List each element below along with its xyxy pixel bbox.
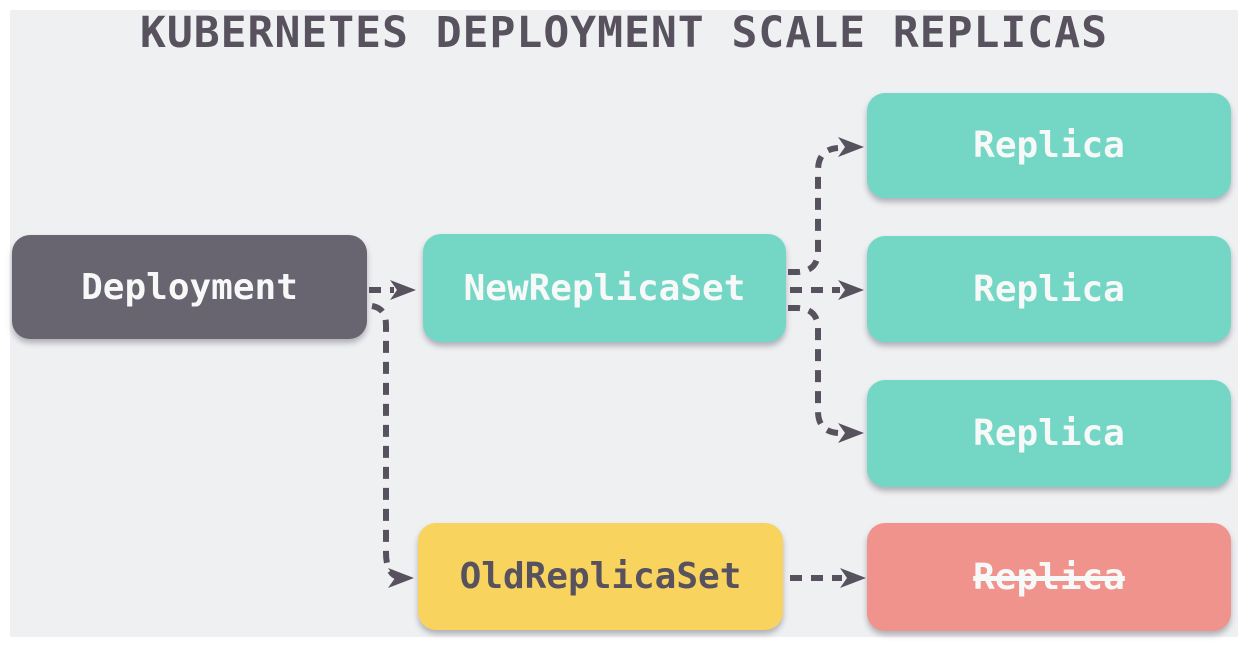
node-terminated-replica: Replica	[867, 523, 1231, 631]
diagram-title: KUBERNETES DEPLOYMENT SCALE REPLICAS	[140, 8, 1108, 58]
node-deployment: Deployment	[12, 235, 367, 339]
node-replica-bottom: Replica	[867, 380, 1231, 487]
node-replica-middle: Replica	[867, 236, 1231, 342]
node-old-replicaset-label: OldReplicaSet	[459, 556, 742, 597]
node-new-replicaset-label: NewReplicaSet	[463, 267, 746, 309]
node-replica-top-label: Replica	[973, 125, 1125, 166]
node-replica-bottom-label: Replica	[973, 413, 1125, 454]
node-replica-top: Replica	[867, 93, 1231, 198]
node-deployment-label: Deployment	[81, 266, 298, 308]
node-replica-middle-label: Replica	[973, 268, 1125, 310]
node-old-replicaset: OldReplicaSet	[418, 523, 783, 630]
node-terminated-replica-label: Replica	[973, 556, 1125, 598]
node-new-replicaset: NewReplicaSet	[423, 234, 786, 342]
